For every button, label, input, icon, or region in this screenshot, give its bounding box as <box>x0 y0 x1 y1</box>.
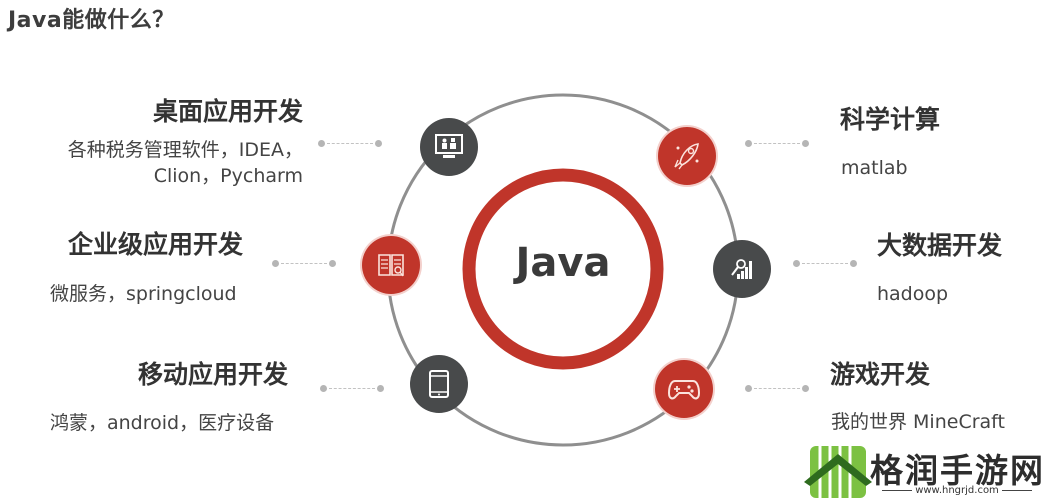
bigdata-node <box>713 240 771 298</box>
desc-science: matlab <box>841 157 908 179</box>
book-search-icon <box>378 254 404 277</box>
watermark-logo-icon <box>804 446 872 498</box>
heading-desktop: 桌面应用开发 <box>152 97 303 126</box>
desc-game: 我的世界 MineCraft <box>831 411 1005 433</box>
inner-ring <box>462 168 664 370</box>
watermark-url: www.hngrjd.com <box>872 485 1042 496</box>
tablet-icon <box>429 370 449 398</box>
heading-mobile: 移动应用开发 <box>138 360 289 389</box>
center-label: Java <box>515 240 611 286</box>
desktop-monitor-icon <box>435 134 463 158</box>
connector-bigdata <box>793 259 857 267</box>
page-title: Java能做什么？ <box>8 8 175 33</box>
desc-enterprise: 微服务，springcloud <box>50 283 237 305</box>
connector-science <box>745 139 809 147</box>
mobile-node <box>410 355 468 413</box>
science-node <box>658 127 716 185</box>
heading-bigdata: 大数据开发 <box>877 231 1003 260</box>
connector-enterprise <box>272 259 336 267</box>
gamepad-icon <box>667 380 701 400</box>
chart-search-icon <box>731 259 752 279</box>
heading-science: 科学计算 <box>840 105 941 134</box>
rocket-icon <box>674 143 699 170</box>
desktop-node <box>420 118 478 176</box>
connector-desktop <box>318 139 382 147</box>
desc-bigdata: hadoop <box>877 283 949 305</box>
connector-game <box>745 384 809 392</box>
watermark-name: 格润手游网 <box>870 451 1045 490</box>
desc-desktop-line1: 各种税务管理软件，IDEA， <box>67 139 303 161</box>
watermark-url-text: www.hngrjd.com <box>915 485 999 496</box>
desc-mobile: 鸿蒙，android，医疗设备 <box>50 412 275 434</box>
game-node <box>655 360 713 418</box>
enterprise-node <box>362 236 420 294</box>
heading-game: 游戏开发 <box>830 360 931 389</box>
desc-desktop-line2: Clion，Pycharm <box>153 165 303 187</box>
connector-mobile <box>320 384 384 392</box>
heading-enterprise: 企业级应用开发 <box>68 230 244 259</box>
